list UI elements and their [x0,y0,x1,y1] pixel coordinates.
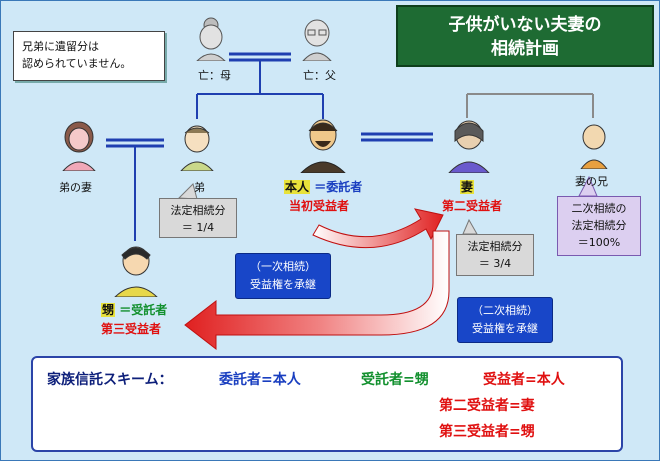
scheme-settlor: 委託者=本人 [219,372,301,388]
page-title: 子供がいない夫妻の 相続計画 [396,5,654,67]
wife-share-line1: 法定相続分 [467,240,523,253]
wife-icon [448,120,490,173]
brother-marriage-line [106,138,164,148]
brother-icon [180,125,214,171]
scheme-beneficiary3: 第三受益者=甥 [439,424,535,440]
title-line2: 相続計画 [491,39,559,59]
trust-scheme-box: 家族信託スキーム： 委託者=本人 受託者=甥 受益者=本人 第二受益者=妻 第三… [31,356,623,452]
principal-icon [300,119,346,173]
nephew-beneficiary: 第三受益者 [101,322,162,336]
principal-label: 本人 [284,180,311,194]
wife-brother-label: 妻の兄 [575,175,608,188]
brother-share-callout: 法定相続分 ＝ 1/4 [159,198,237,238]
scheme-beneficiary2: 第二受益者=妻 [439,398,535,414]
note-line2: 認められていません。 [22,57,132,70]
first-inheritance-line2: 受益権を承継 [250,278,316,291]
second-inheritance-line2: 受益権を承継 [472,322,538,335]
wife-brother-icon [580,124,608,169]
second-inheritance-box: （二次相続） 受益権を承継 [457,297,553,343]
wife-callout-pointer [462,218,478,235]
principal-marriage-line [361,132,433,142]
wife-brother-share-callout: 二次相続の 法定相続分 ＝100% [557,196,641,256]
wife-brother-share-line1: 二次相続の [571,202,627,215]
nephew-label: 甥 [101,303,116,317]
nephew-role: ＝受託者 [119,303,168,317]
brother-wife-label: 弟の妻 [59,181,92,194]
first-inheritance-line1: （一次相続） [250,260,316,273]
wife-name: 妻 [460,178,475,195]
wife-share-line2: ＝ 3/4 [478,257,512,270]
nephew-icon [114,246,158,297]
wife-sibling-line [466,93,594,118]
note-line1: 兄弟に遺留分は [22,40,99,53]
parents-marriage-line [229,52,291,62]
scheme-label: 家族信託スキーム： [47,372,173,388]
mother-label: 亡：母 [198,69,231,82]
father-label: 亡：父 [303,69,336,82]
scheme-trustee: 受託者=甥 [361,372,429,388]
brother-label: 弟 [194,181,205,194]
second-inheritance-line1: （二次相続） [472,304,538,317]
brother-share-line1: 法定相続分 [170,204,226,217]
parents-children-line [196,60,324,119]
principal-role: ＝委託者 [314,180,363,194]
first-inheritance-box: （一次相続） 受益権を承継 [235,253,331,299]
scheme-beneficiary1: 受益者=本人 [483,372,565,388]
title-line1: 子供がいない夫妻の [448,15,602,35]
wife-label: 妻 [460,180,475,194]
second-inheritance-arrow [184,230,450,351]
wife-beneficiary: 第二受益者 [442,199,503,213]
nephew-name: 甥 ＝受託者 [101,301,167,318]
first-inheritance-arrow [312,208,444,249]
father-icon [302,19,332,61]
mother-icon [196,17,226,61]
wife-share-callout: 法定相続分 ＝ 3/4 [456,234,534,276]
legal-note: 兄弟に遺留分は 認められていません。 [13,31,165,81]
brother-share-line2: ＝ 1/4 [181,221,215,234]
wife-brother-share-line2: 法定相続分 [571,219,627,232]
wife-brother-share-line3: ＝100% [577,236,621,249]
brother-wife-icon [62,121,96,171]
principal-name: 本人 ＝委託者 [284,178,362,195]
principal-beneficiary: 当初受益者 [289,199,350,213]
